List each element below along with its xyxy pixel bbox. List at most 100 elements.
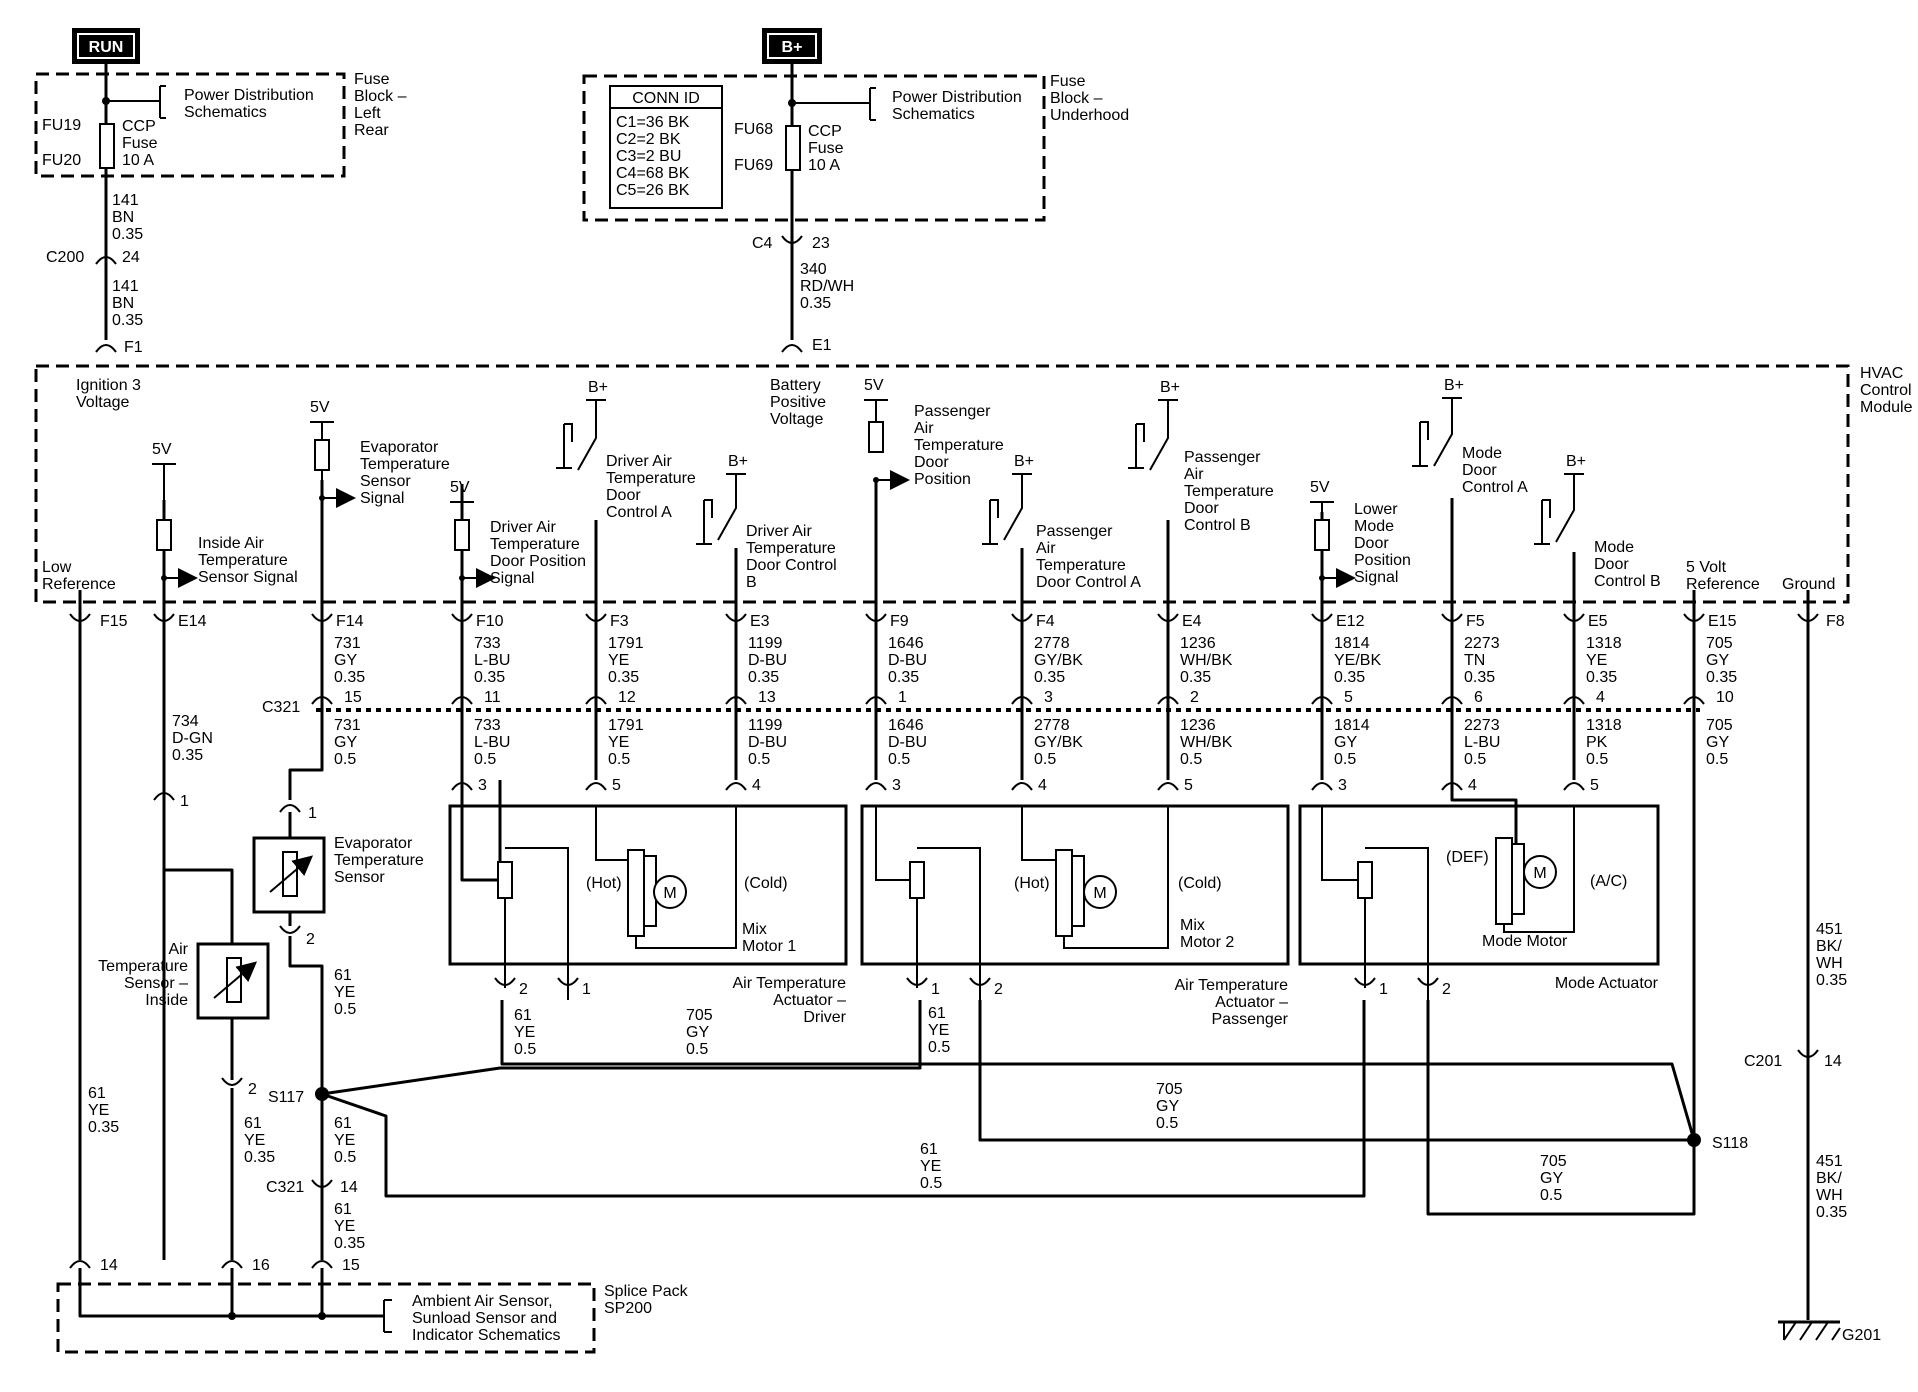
- svg-text:Mode: Mode: [1354, 518, 1394, 535]
- svg-text:Voltage: Voltage: [770, 411, 823, 428]
- actuator-bottom-pin: 2: [494, 977, 528, 998]
- svg-text:61: 61: [334, 1201, 352, 1218]
- splice-pack-connectors: 14 16 15: [69, 1257, 360, 1274]
- wire-upper-label: 0.35: [1706, 669, 1737, 686]
- svg-text:61: 61: [334, 1115, 352, 1132]
- svg-text:GY: GY: [686, 1024, 709, 1041]
- c201-connector: [1797, 1049, 1819, 1058]
- c321-pin-label: 10: [1716, 689, 1734, 706]
- svg-text:Block –: Block –: [1050, 90, 1103, 107]
- wire-lower-label: 0.5: [1180, 751, 1202, 768]
- pin-label: F15: [100, 613, 128, 630]
- svg-text:M: M: [1093, 885, 1106, 902]
- actuator-bottom-pin: 1: [906, 977, 940, 998]
- svg-text:5V: 5V: [310, 399, 330, 416]
- svg-text:0.35: 0.35: [334, 1235, 365, 1252]
- fu68-label: FU68: [734, 121, 773, 138]
- driver-control-b-label: Driver Air Temperature Door Control B: [746, 523, 837, 591]
- passenger-5v-supply: 5V: [864, 377, 910, 490]
- c200-label: C200: [46, 249, 84, 266]
- svg-text:YE: YE: [928, 1022, 949, 1039]
- svg-text:YE: YE: [334, 1218, 355, 1235]
- svg-text:Temperature: Temperature: [98, 958, 188, 975]
- svg-text:Door: Door: [606, 487, 641, 504]
- pin-label: F14: [336, 613, 364, 630]
- svg-text:B+: B+: [1014, 453, 1034, 470]
- wire-upper-label: 0.35: [1586, 669, 1617, 686]
- svg-text:Battery: Battery: [770, 377, 821, 394]
- wire-lower-label: 0.5: [1706, 751, 1728, 768]
- s117-label: S117: [268, 1089, 304, 1106]
- svg-text:BK/: BK/: [1816, 1170, 1842, 1187]
- svg-text:61: 61: [928, 1005, 946, 1022]
- c321-pin-label: 13: [758, 689, 776, 706]
- wire-upper-label: 1646: [888, 635, 924, 652]
- actuator-pin-label: 4: [752, 777, 761, 794]
- svg-text:0.5: 0.5: [334, 1149, 356, 1166]
- wire-upper-label: 731: [334, 635, 361, 652]
- svg-text:Control B: Control B: [1184, 517, 1251, 534]
- wire-141-upper: 141 BN 0.35: [112, 192, 143, 243]
- wire-lower-label: 0.5: [748, 751, 770, 768]
- svg-text:5V: 5V: [152, 441, 172, 458]
- wire-lower-label: 0.5: [474, 751, 496, 768]
- svg-text:Temperature: Temperature: [334, 852, 424, 869]
- svg-text:Door: Door: [1462, 462, 1497, 479]
- svg-text:Reference: Reference: [42, 576, 116, 593]
- mode-5v-supply: 5V: [1310, 479, 1356, 588]
- svg-text:C4=68 BK: C4=68 BK: [616, 165, 690, 182]
- fuse-block-underhood: [582, 74, 1046, 222]
- svg-text:Temperature: Temperature: [606, 470, 696, 487]
- svg-text:5V: 5V: [1310, 479, 1330, 496]
- bplus-label: B+: [782, 39, 803, 56]
- svg-text:Sunload Sensor and: Sunload Sensor and: [412, 1310, 557, 1327]
- svg-text:Rear: Rear: [354, 122, 389, 139]
- mode-actuator-box: [1298, 804, 1660, 966]
- svg-text:0.5: 0.5: [334, 1001, 356, 1018]
- svg-text:0.5: 0.5: [686, 1041, 708, 1058]
- svg-text:Temperature: Temperature: [914, 437, 1004, 454]
- wire-lower-label: 705: [1706, 717, 1733, 734]
- wire-lower-label: 1236: [1180, 717, 1216, 734]
- svg-text:705: 705: [1540, 1153, 1567, 1170]
- evaporator-sensor-label: Evaporator Temperature Sensor: [334, 835, 424, 886]
- svg-text:Ignition 3: Ignition 3: [76, 377, 141, 394]
- svg-text:16: 16: [252, 1257, 270, 1274]
- svg-text:0.35: 0.35: [172, 747, 203, 764]
- svg-text:(Hot): (Hot): [1014, 875, 1050, 892]
- svg-text:(Hot): (Hot): [586, 875, 622, 892]
- pin-label: E12: [1336, 613, 1365, 630]
- driver-actuator: M (Hot) (Cold) Mix Motor 1: [461, 806, 796, 1000]
- actuator-top-pin: 4: [1011, 777, 1047, 794]
- driver-5v-supply: 5V: [450, 479, 496, 588]
- svg-text:Mix: Mix: [1180, 917, 1205, 934]
- mode-control-a-label: Mode Door Control A: [1462, 445, 1528, 496]
- return-wiring: [315, 966, 1701, 1260]
- actuator-pin-label: 4: [1038, 777, 1047, 794]
- svg-text:RD/WH: RD/WH: [800, 278, 854, 295]
- svg-text:(A/C): (A/C): [1590, 873, 1627, 890]
- battery-voltage-label: Battery Positive Voltage: [770, 377, 826, 428]
- svg-text:Driver Air: Driver Air: [490, 519, 556, 536]
- svg-text:YE: YE: [244, 1132, 265, 1149]
- c321-pin-label: 6: [1474, 689, 1483, 706]
- svg-text:Driver Air: Driver Air: [746, 523, 812, 540]
- svg-text:Temperature: Temperature: [490, 536, 580, 553]
- svg-text:Temperature: Temperature: [198, 552, 288, 569]
- splice-bus: [78, 1268, 384, 1318]
- pin-column-e14: E14: [153, 613, 207, 630]
- mode-actuator: M (DEF) (A/C) Mode Motor: [1321, 806, 1627, 1000]
- svg-text:Control A: Control A: [606, 504, 672, 521]
- actuator-top-pin: 3: [865, 777, 901, 794]
- wire-upper-label: 0.35: [1034, 669, 1065, 686]
- svg-text:Block –: Block –: [354, 88, 407, 105]
- svg-text:Door: Door: [1184, 500, 1219, 517]
- wire-upper-label: GY: [1706, 652, 1729, 669]
- passenger-actuator: M (Hot) (Cold) Mix Motor 2: [875, 806, 1234, 1000]
- wire-upper-label: 2273: [1464, 635, 1500, 652]
- svg-text:2: 2: [248, 1081, 257, 1098]
- c201-label: C201: [1744, 1053, 1782, 1070]
- actuator-pin-label: 2: [994, 981, 1003, 998]
- wire-upper-label: WH/BK: [1180, 652, 1233, 669]
